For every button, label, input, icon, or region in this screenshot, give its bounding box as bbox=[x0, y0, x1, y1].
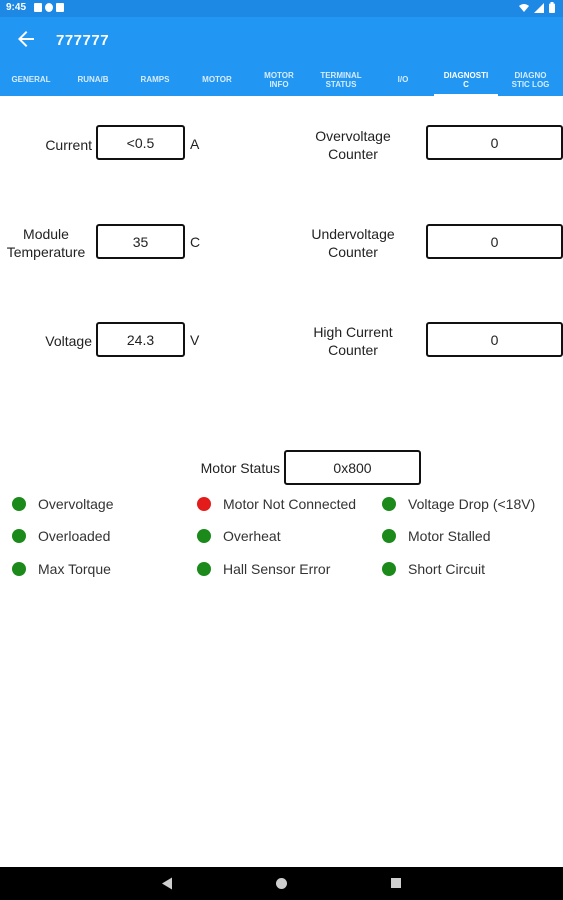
temperature-field[interactable]: 35 bbox=[96, 224, 185, 259]
indicator-label: Overheat bbox=[223, 528, 281, 544]
indicator-max-torque: Max Torque bbox=[12, 561, 111, 577]
back-arrow-icon[interactable] bbox=[14, 27, 38, 51]
indicator-label: Voltage Drop (<18V) bbox=[408, 496, 536, 512]
indicator-label: Max Torque bbox=[38, 561, 111, 577]
app-bar: 777777 GENERAL RUNA/B RAMPS MOTOR MOTOR … bbox=[0, 17, 563, 96]
system-icons bbox=[519, 2, 555, 13]
overvoltage-counter-field[interactable]: 0 bbox=[426, 125, 563, 160]
status-dot-icon bbox=[197, 497, 211, 511]
tab-motor[interactable]: MOTOR bbox=[202, 75, 232, 84]
undervoltage-counter-field[interactable]: 0 bbox=[426, 224, 563, 259]
high-current-counter-field[interactable]: 0 bbox=[426, 322, 563, 357]
tab-motor-info[interactable]: MOTOR INFO bbox=[264, 70, 294, 89]
nav-home-icon[interactable] bbox=[275, 877, 288, 890]
indicator-voltage-drop: Voltage Drop (<18V) bbox=[382, 496, 535, 512]
status-dot-icon bbox=[197, 529, 211, 543]
notification-icon bbox=[56, 3, 64, 12]
notification-icon bbox=[45, 3, 53, 12]
notification-icon bbox=[34, 3, 42, 12]
status-dot-icon bbox=[382, 562, 396, 576]
indicator-overheat: Overheat bbox=[197, 528, 281, 544]
indicator-label: Overvoltage bbox=[38, 496, 114, 512]
indicator-label: Hall Sensor Error bbox=[223, 561, 331, 577]
indicator-label: Motor Not Connected bbox=[223, 496, 357, 512]
nav-back-icon[interactable] bbox=[161, 877, 173, 890]
indicator-label: Overloaded bbox=[38, 528, 111, 544]
temperature-unit: C bbox=[190, 234, 201, 250]
current-unit: A bbox=[190, 136, 200, 152]
temperature-label: Module Temperature bbox=[6, 226, 86, 260]
tab-diagnostic[interactable]: DIAGNOSTI C bbox=[434, 63, 498, 96]
tab-run-ab[interactable]: RUNA/B bbox=[77, 75, 109, 84]
indicator-motor-stalled: Motor Stalled bbox=[382, 528, 490, 544]
voltage-field[interactable]: 24.3 bbox=[96, 322, 185, 357]
tab-io[interactable]: I/O bbox=[397, 75, 409, 84]
motor-status-field[interactable]: 0x800 bbox=[284, 450, 421, 485]
indicator-label: Motor Stalled bbox=[408, 528, 491, 544]
status-bar: 9:45 bbox=[0, 0, 563, 17]
tab-diagnostic-log[interactable]: DIAGNO STIC LOG bbox=[511, 70, 550, 89]
voltage-unit: V bbox=[190, 332, 200, 348]
page-title: 777777 bbox=[56, 32, 110, 49]
indicator-overloaded: Overloaded bbox=[12, 528, 110, 544]
signal-icon bbox=[534, 2, 544, 13]
undervoltage-counter-label: Undervoltage Counter bbox=[311, 226, 395, 260]
tab-ramps[interactable]: RAMPS bbox=[140, 75, 170, 84]
status-dot-icon bbox=[382, 497, 396, 511]
system-nav-bar bbox=[0, 867, 563, 900]
high-current-counter-label: High Current Counter bbox=[313, 324, 393, 358]
indicator-overvoltage: Overvoltage bbox=[12, 496, 113, 512]
nav-recents-icon[interactable] bbox=[390, 877, 402, 889]
indicator-hall-sensor-error: Hall Sensor Error bbox=[197, 561, 330, 577]
status-dot-icon bbox=[12, 529, 26, 543]
notification-icons bbox=[34, 3, 64, 12]
current-label: Current bbox=[45, 137, 92, 153]
status-dot-icon bbox=[12, 562, 26, 576]
tab-general[interactable]: GENERAL bbox=[11, 75, 51, 84]
overvoltage-counter-label: Overvoltage Counter bbox=[315, 128, 391, 162]
indicator-short-circuit: Short Circuit bbox=[382, 561, 485, 577]
battery-icon bbox=[549, 2, 555, 13]
wifi-icon bbox=[519, 3, 529, 12]
tab-terminal-status[interactable]: TERMINAL STATUS bbox=[320, 70, 362, 89]
indicator-motor-not-connected: Motor Not Connected bbox=[197, 496, 356, 512]
status-dot-icon bbox=[12, 497, 26, 511]
tab-bar: GENERAL RUNA/B RAMPS MOTOR MOTOR INFO TE… bbox=[0, 63, 563, 96]
indicator-label: Short Circuit bbox=[408, 561, 486, 577]
current-field[interactable]: <0.5 bbox=[96, 125, 185, 160]
voltage-label: Voltage bbox=[45, 333, 92, 349]
status-time: 9:45 bbox=[6, 2, 27, 13]
status-dot-icon bbox=[382, 529, 396, 543]
motor-status-label: Motor Status bbox=[200, 460, 280, 476]
status-dot-icon bbox=[197, 562, 211, 576]
